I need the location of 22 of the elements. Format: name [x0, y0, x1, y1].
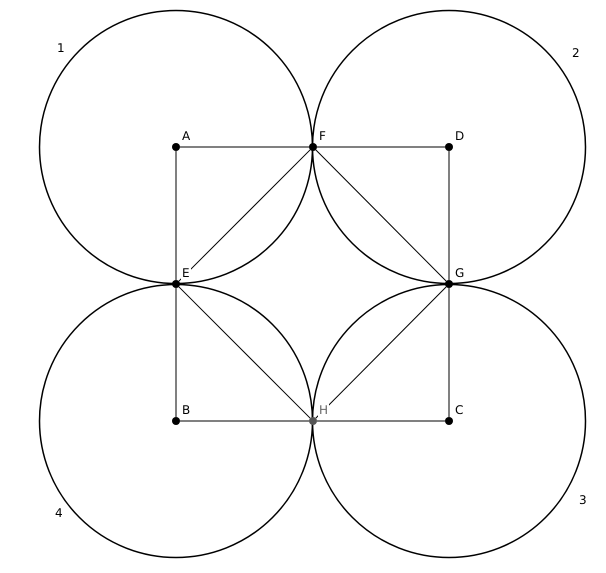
line-segment	[448, 150, 450, 280]
point-label: F	[318, 129, 327, 143]
line-segment	[178, 149, 311, 282]
circle-number: 3	[579, 493, 587, 507]
line-segment	[180, 146, 310, 148]
point-label: C	[454, 403, 464, 417]
line-segment	[316, 146, 446, 148]
circle-number: 1	[57, 41, 65, 55]
line-segment	[448, 288, 450, 418]
point-label: G	[454, 266, 466, 280]
line-segment	[315, 286, 447, 419]
circle-number: 2	[572, 46, 580, 60]
point-label: H	[318, 403, 330, 417]
circle-number: 4	[55, 506, 63, 520]
point-label: E	[181, 266, 191, 280]
line-segment	[180, 420, 310, 422]
line-segment	[315, 149, 447, 282]
line-segment	[316, 420, 446, 422]
line-segment	[178, 286, 311, 419]
point-label: B	[181, 403, 192, 417]
point-label: A	[181, 129, 192, 143]
point-label: D	[454, 129, 466, 143]
